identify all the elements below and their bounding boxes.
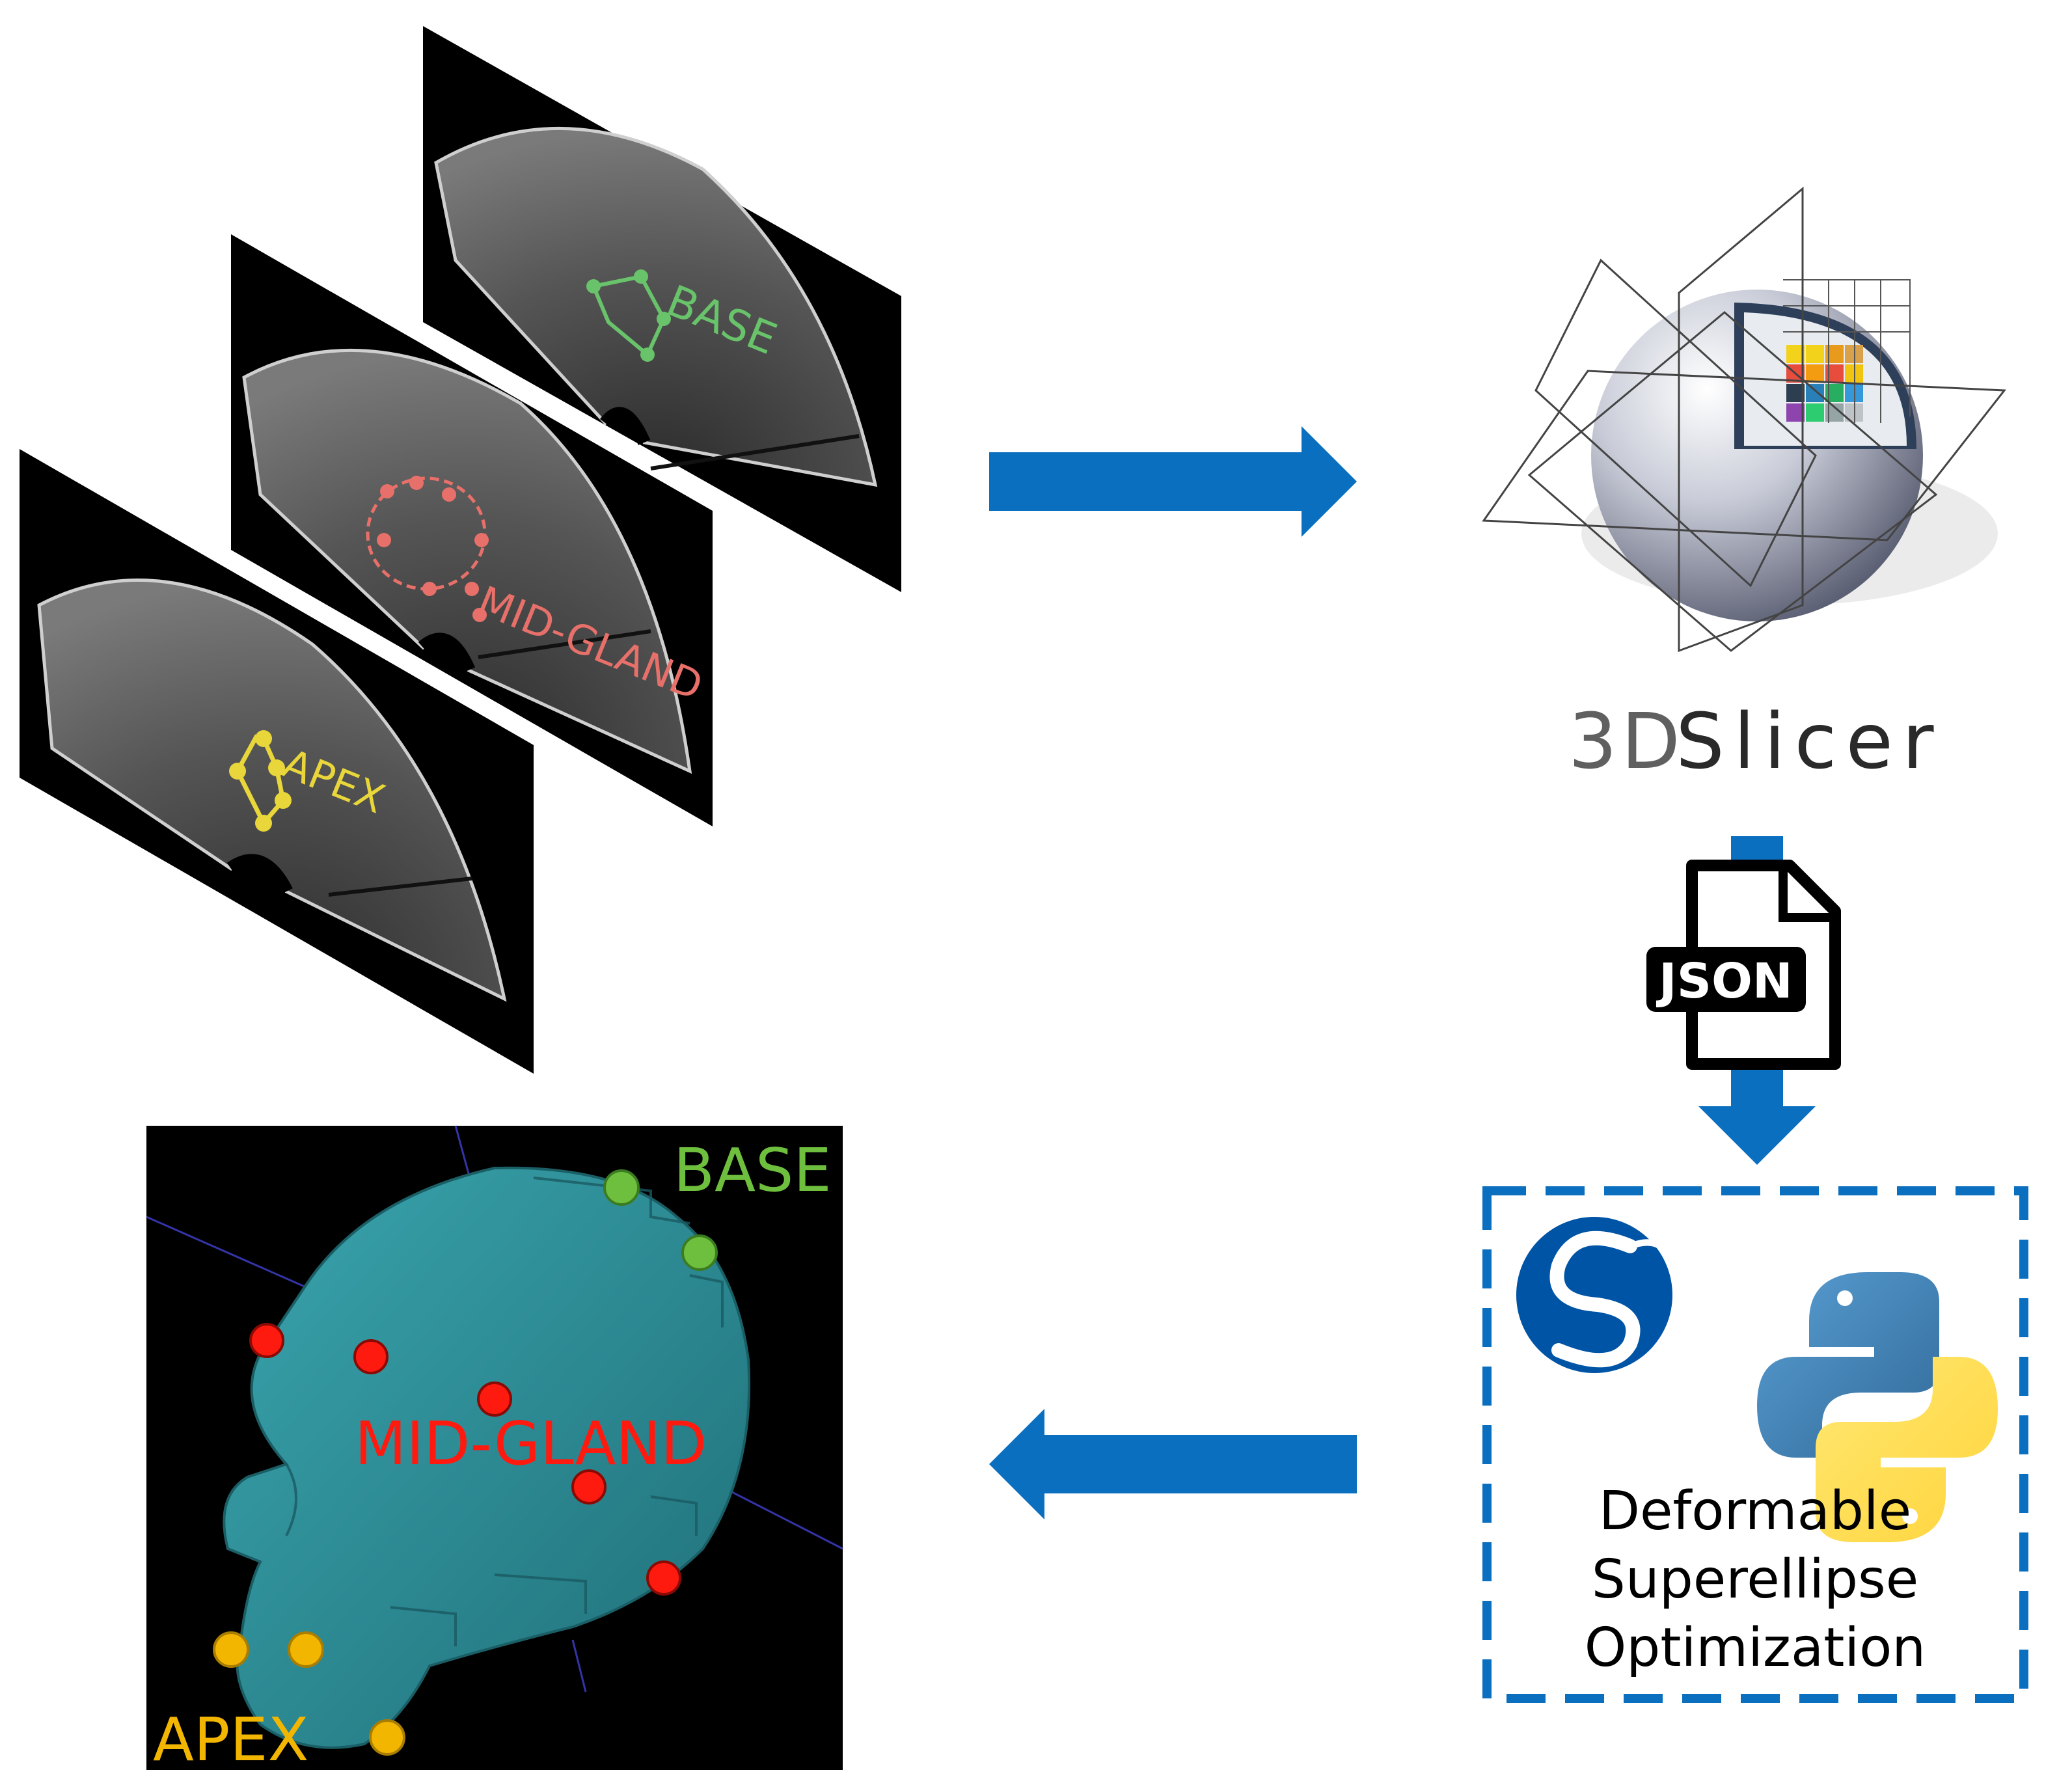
render-label-mid-gland: MID-GLAND (355, 1409, 707, 1478)
3dslicer-name: Slicer (1676, 696, 1942, 786)
prostate-3d-render: BASE MID-GLAND APEX (146, 1125, 843, 1775)
optimizer-box: Deformable Superellipse Optimization (1482, 1186, 2028, 1703)
ultrasound-slice-mid-gland: MID-GLAND (231, 234, 713, 826)
ultrasound-slice-apex: APEX (20, 449, 534, 1074)
3dslicer-logo: 3D Slicer (1482, 186, 2006, 786)
arrow-right (989, 426, 1357, 537)
arrow-left (989, 1409, 1357, 1519)
json-file-icon: JSON (1646, 860, 1841, 1070)
render-label-base: BASE (674, 1136, 832, 1205)
3dslicer-prefix: 3D (1568, 696, 1684, 786)
scipy-icon (1516, 1217, 1672, 1373)
python-icon (1757, 1272, 1998, 1542)
optimizer-line-3: Optimization (1585, 1617, 1926, 1679)
optimizer-line-1: Deformable (1599, 1480, 1911, 1542)
json-badge-text: JSON (1656, 953, 1793, 1009)
render-label-apex: APEX (153, 1705, 309, 1775)
ultrasound-slice-base: BASE (423, 26, 901, 592)
optimizer-line-2: Superellipse (1592, 1549, 1918, 1611)
